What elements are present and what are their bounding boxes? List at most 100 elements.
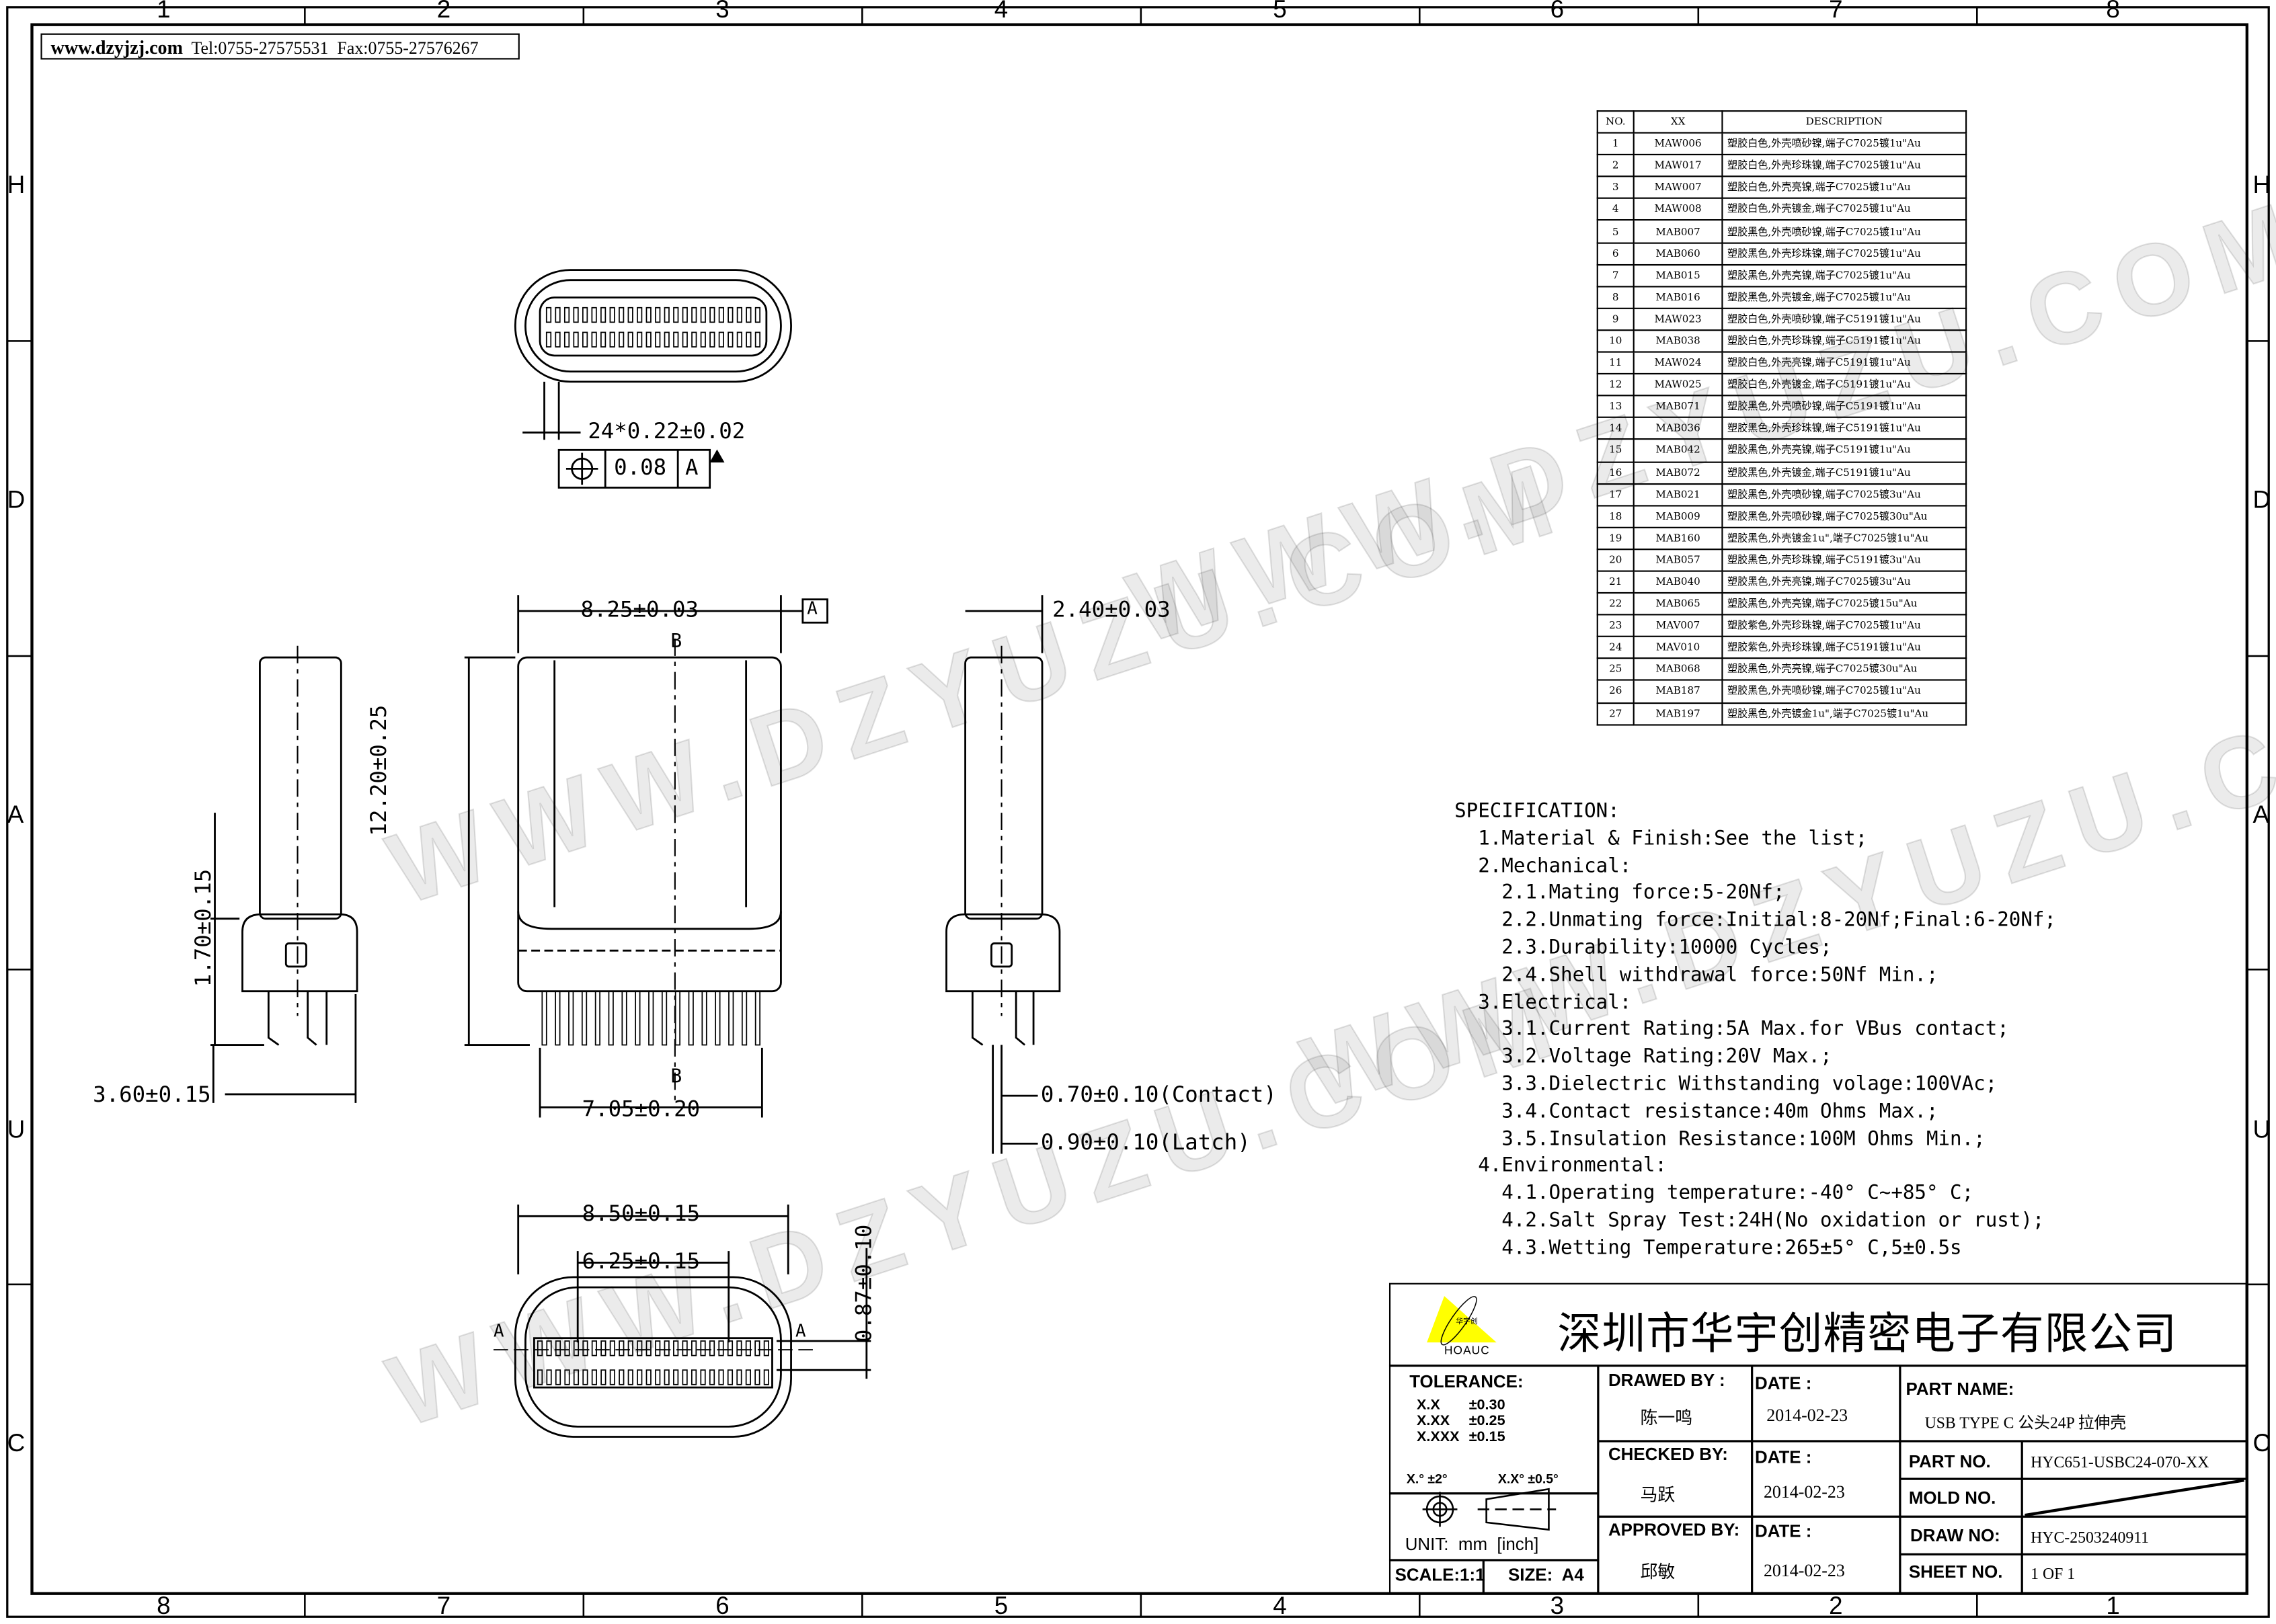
contact-pin xyxy=(591,331,597,348)
contact-pin xyxy=(727,1369,734,1385)
column-number-top: 5 xyxy=(1273,0,1287,24)
draw-no: HYC-2503240911 xyxy=(2031,1529,2150,1547)
logo-cn: 华宇创 xyxy=(1456,1319,1478,1327)
contact-pin xyxy=(582,307,588,323)
terminal-pin xyxy=(728,990,734,1046)
contact-pin xyxy=(609,1340,615,1356)
bom-cell-no: 24 xyxy=(1596,636,1635,659)
bom-cell-description: 塑胶白色,外壳珍珠镍,端子C7025镀1u"Au xyxy=(1721,154,1967,178)
contact-pin xyxy=(645,1369,652,1385)
contact-pin xyxy=(655,307,661,323)
contact-pin xyxy=(573,331,579,348)
contact-pin xyxy=(546,1369,552,1385)
bom-cell-no: 7 xyxy=(1596,263,1635,287)
drawed-date: 2014-02-23 xyxy=(1766,1405,1848,1426)
contact-pin xyxy=(673,331,679,348)
bom-cell-xx: MAB015 xyxy=(1633,263,1723,287)
contact-pin xyxy=(664,1369,670,1385)
date-label: DATE : xyxy=(1754,1520,1812,1541)
contact-pin xyxy=(591,1369,598,1385)
contact-pin xyxy=(745,1340,752,1356)
website-link[interactable]: www.dzyjzj.com xyxy=(50,36,183,58)
contact-pin xyxy=(591,307,597,323)
contact-pin xyxy=(555,331,561,348)
bom-cell-xx: MAW006 xyxy=(1633,132,1723,156)
bom-cell-description: 塑胶白色,外壳镀金,端子C5191镀1u"Au xyxy=(1721,373,1967,397)
contact-pin xyxy=(609,307,615,323)
dim-inner-width: 6.25±0.15 xyxy=(582,1248,701,1274)
dim-thickness: 2.40±0.03 xyxy=(1052,596,1171,623)
checked-by-label: CHECKED BY: xyxy=(1608,1444,1728,1465)
bom-cell-xx: MAW008 xyxy=(1633,198,1723,222)
specification: SPECIFICATION: 1.Material & Finish:See t… xyxy=(1454,799,2056,1262)
column-number-top: 6 xyxy=(1550,0,1565,24)
part-name-label: PART NAME: xyxy=(1906,1379,2014,1399)
bom-cell-description: 塑胶黑色,外壳喷砂镍,端子C7025镀1u"Au xyxy=(1721,220,1967,243)
dim-width: 8.25±0.03 xyxy=(580,596,699,623)
contact-pin xyxy=(700,1369,706,1385)
bom-cell-description: 塑胶黑色,外壳喷砂镍,端子C7025镀1u"Au xyxy=(1721,680,1967,704)
terminal-pin xyxy=(541,990,547,1046)
contact-pin xyxy=(637,1340,643,1356)
company-logo-icon xyxy=(1427,1296,1497,1346)
row-letter: H xyxy=(7,171,26,199)
spec-line: 2.Mechanical: xyxy=(1454,854,1632,878)
column-number-bottom: 3 xyxy=(1550,1592,1565,1620)
dim-pitch: 24*0.22±0.02 xyxy=(588,417,746,444)
col-header-description: DESCRIPTION xyxy=(1721,110,1967,134)
bom-cell-no: 4 xyxy=(1596,198,1635,222)
row-letter: D xyxy=(2252,486,2271,514)
bom-cell-no: 3 xyxy=(1596,175,1635,200)
spec-line: 3.3.Dielectric Withstanding volage:100VA… xyxy=(1454,1072,1998,1096)
contact-pin xyxy=(736,331,742,348)
column-number-bottom: 7 xyxy=(436,1592,451,1620)
column-number-top: 8 xyxy=(2106,0,2120,24)
part-no: HYC651-USBC24-070-XX xyxy=(2031,1454,2209,1472)
bom-cell-description: 塑胶黑色,外壳喷砂镍,端子C5191镀1u"Au xyxy=(1721,395,1967,419)
contact-pin xyxy=(727,1340,734,1356)
dim-side-depth: 3.60±0.15 xyxy=(93,1081,211,1108)
approved-by: 邱敏 xyxy=(1640,1561,1676,1582)
part-no-label: PART NO. xyxy=(1908,1451,1991,1472)
contact-pin xyxy=(691,331,697,348)
tolerance-format: X.XXX xyxy=(1416,1429,1460,1446)
dim-outer-width: 8.50±0.15 xyxy=(582,1200,701,1227)
contact-pin xyxy=(682,1340,688,1356)
contact-pin xyxy=(763,1340,769,1356)
contact-pin xyxy=(655,331,661,348)
bom-cell-no: 5 xyxy=(1596,220,1635,243)
spec-line: 4.Environmental: xyxy=(1454,1154,1667,1178)
terminal-pin xyxy=(635,990,641,1046)
title-block xyxy=(1388,1283,2247,1594)
row-letter: H xyxy=(2252,171,2271,199)
bom-cell-description: 塑胶黑色,外壳喷砂镍,端子C7025镀3u"Au xyxy=(1721,483,1967,506)
contact-pin xyxy=(754,1369,760,1385)
sheet-no-label: SHEET NO. xyxy=(1908,1561,2003,1582)
bom-cell-no: 13 xyxy=(1596,395,1635,419)
contact-pin xyxy=(555,1340,561,1356)
bom-cell-description: 塑胶黑色,外壳喷砂镍,端子C7025镀30u"Au xyxy=(1721,504,1967,528)
contact-pin xyxy=(718,1369,724,1385)
bom-cell-description: 塑胶紫色,外壳珍珠镍,端子C5191镀1u"Au xyxy=(1721,636,1967,659)
bom-cell-description: 塑胶白色,外壳亮镍,端子C5191镀1u"Au xyxy=(1721,351,1967,375)
column-number-top: 2 xyxy=(436,0,451,24)
bom-cell-xx: MAW023 xyxy=(1633,307,1723,331)
bom-cell-xx: MAB021 xyxy=(1633,483,1723,506)
bom-cell-description: 塑胶黑色,外壳珍珠镍,端子C7025镀1u"Au xyxy=(1721,241,1967,266)
contact-pin xyxy=(609,331,615,348)
company-name: 深圳市华宇创精密电子有限公司 xyxy=(1557,1309,2178,1361)
bom-cell-xx: MAB068 xyxy=(1633,657,1723,682)
contact-pin xyxy=(582,331,588,348)
spec-line: 3.Electrical: xyxy=(1454,990,1632,1014)
bom-cell-description: 塑胶白色,外壳镀金,端子C7025镀1u"Au xyxy=(1721,198,1967,222)
bom-cell-description: 塑胶黑色,外壳镀金,端子C5191镀1u"Au xyxy=(1721,460,1967,485)
